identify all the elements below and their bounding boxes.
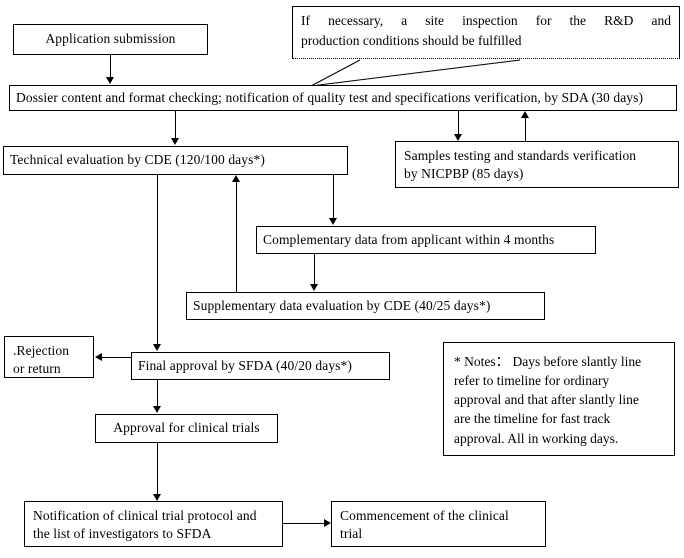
node-application-submission: Application submission (13, 24, 208, 55)
arrowhead-final-approval-to-clinical (153, 406, 161, 413)
node-samples-testing: Samples testing and standards verificati… (395, 141, 679, 188)
connector-samples-to-dossier (525, 117, 526, 141)
arrowhead-complementary-to-supplementary (310, 284, 318, 291)
notes-panel-line4: are the timeline for fast track (454, 411, 611, 427)
connector-supplementary-to-technical (236, 181, 237, 293)
connector-notification-to-commencement (283, 523, 325, 524)
arrowhead-supplementary-to-technical (232, 175, 240, 182)
node-dossier-checking: Dossier content and format checking; not… (9, 85, 677, 111)
arrowhead-notification-to-commencement (324, 519, 331, 527)
note-connector-lines (310, 59, 521, 87)
arrowhead-dossier-to-technical (171, 138, 179, 145)
node-dossier-checking-label: Dossier content and format checking; not… (16, 89, 644, 105)
arrowhead-technical-to-final-approval (153, 344, 161, 351)
node-commencement-line1: Commencement of the clinical (340, 508, 509, 523)
connector-technical-to-complementary (333, 175, 334, 219)
node-notification-line2: the list of investigators to SFDA (33, 526, 212, 542)
node-technical-evaluation-label: Technical evaluation by CDE (120/100 day… (10, 152, 265, 168)
node-complementary-data-label: Complementary data from applicant within… (263, 231, 555, 247)
node-approval-clinical-trials-label: Approval for clinical trials (113, 420, 260, 436)
node-approval-clinical-trials: Approval for clinical trials (95, 414, 278, 443)
arrowhead-samples-to-dossier (521, 111, 529, 118)
connector-submission-to-dossier (110, 55, 111, 78)
arrowhead-technical-to-complementary (329, 218, 337, 225)
node-rejection-line1: .Rejection (13, 343, 70, 358)
node-complementary-data: Complementary data from applicant within… (256, 226, 596, 254)
arrowhead-dossier-to-samples (454, 134, 462, 141)
node-final-approval-label: Final approval by SFDA (40/20 days*) (138, 357, 352, 373)
node-application-submission-label: Application submission (45, 31, 176, 47)
node-supplementary-evaluation-label: Supplementary data evaluation by CDE (40… (193, 297, 491, 313)
connector-approval-to-notification (157, 443, 158, 495)
site-inspection-note: If necessary, a site inspection for the … (292, 6, 680, 59)
site-inspection-note-line2: production conditions should be fulfille… (301, 32, 522, 48)
node-commencement-line2: trial (340, 526, 363, 542)
node-notification-line1: Notification of clinical trial protocol … (33, 508, 257, 523)
connector-dossier-to-samples (458, 111, 459, 135)
node-samples-testing-line1: Samples testing and standards verificati… (404, 148, 637, 163)
connector-final-approval-to-rejection (102, 357, 132, 358)
node-notification-protocol: Notification of clinical trial protocol … (24, 501, 283, 547)
site-inspection-note-line1: If necessary, a site inspection for the … (301, 13, 671, 28)
connector-final-approval-to-clinical (157, 380, 158, 407)
notes-panel-line5: approval. All in working days. (454, 430, 619, 446)
notes-panel: * Notes： Days before slantly line refer … (443, 342, 675, 456)
node-samples-testing-line2: by NICPBP (85 days) (404, 166, 524, 182)
node-rejection-or-return: .Rejection or return (4, 336, 94, 378)
node-supplementary-evaluation: Supplementary data evaluation by CDE (40… (186, 292, 545, 320)
node-commencement-clinical-trial: Commencement of the clinical trial (331, 501, 546, 547)
connector-dossier-to-technical (175, 111, 176, 139)
notes-panel-line3: approval and that after slantly line (454, 392, 639, 408)
connector-technical-to-final-approval (157, 175, 158, 345)
arrowhead-submission-to-dossier (106, 77, 114, 84)
notes-panel-line2: refer to timeline for ordinary (454, 373, 610, 389)
node-final-approval: Final approval by SFDA (40/20 days*) (131, 352, 390, 380)
arrowhead-final-approval-to-rejection (95, 353, 102, 361)
notes-panel-line1: * Notes： Days before slantly line (454, 354, 642, 369)
connector-complementary-to-supplementary (314, 254, 315, 285)
arrowhead-approval-to-notification (153, 494, 161, 501)
node-rejection-line2: or return (13, 361, 61, 377)
node-technical-evaluation: Technical evaluation by CDE (120/100 day… (3, 146, 348, 175)
